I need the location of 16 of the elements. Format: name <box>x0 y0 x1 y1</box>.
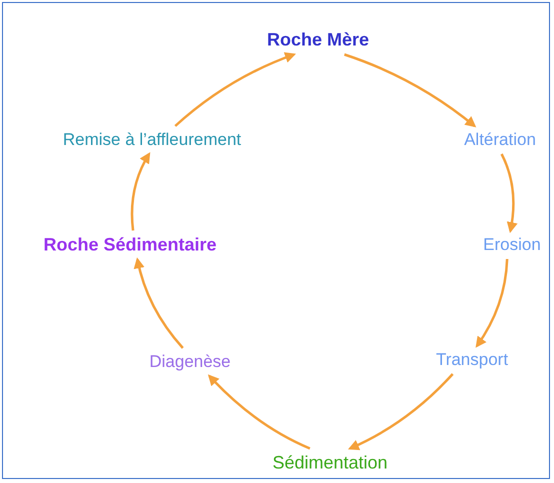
cycle-stage-label: Diagenèse <box>147 351 233 373</box>
arrow <box>134 257 184 349</box>
cycle-stage-label: Sédimentation <box>270 452 390 474</box>
arrow <box>130 152 150 231</box>
cycle-stage-label: Roche Mère <box>264 28 372 52</box>
cycle-stage-label: Roche Sédimentaire <box>41 234 219 256</box>
arrow <box>348 373 454 450</box>
cycle-stage-label: Erosion <box>481 234 543 256</box>
cycle-stage-label: Transport <box>434 349 510 371</box>
arrow <box>500 153 518 234</box>
cycle-stage-label: Remise à l’affleurement <box>60 129 244 151</box>
arrow <box>174 52 296 127</box>
arrow <box>344 53 476 128</box>
arrow <box>476 258 508 348</box>
arrow <box>208 374 310 450</box>
cycle-stage-label: Altération <box>462 129 538 151</box>
